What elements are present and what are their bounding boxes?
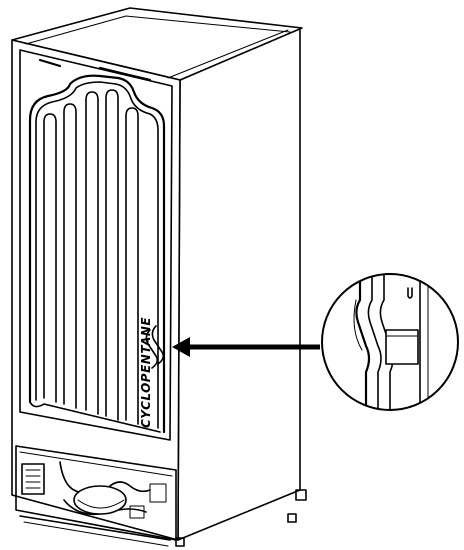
condenser-coil (28, 58, 166, 434)
condenser-tube-4 (105, 89, 119, 421)
condenser-tube-3 (85, 91, 99, 415)
brand-label: CYCLOPENTANE (139, 317, 153, 428)
callout-arrow (172, 337, 320, 357)
foot-left (175, 537, 185, 547)
condenser-tube-1 (43, 113, 57, 403)
arrow-head (172, 337, 190, 357)
compressor (73, 485, 127, 515)
foot-right (295, 489, 307, 501)
compressor-compartment (15, 445, 307, 547)
mounting-plate (21, 463, 45, 495)
condenser-tube-outline (28, 74, 166, 434)
drain-tube-bend (145, 329, 159, 369)
condenser-tube-5 (125, 107, 139, 425)
detail-drain-tube (355, 274, 371, 410)
detail-magnifier (321, 273, 459, 411)
compressor-pipes (59, 461, 151, 494)
detail-hook-icon (407, 287, 413, 299)
detail-clip-tab (385, 329, 419, 365)
condenser-tube-2 (63, 103, 77, 409)
foot-center (287, 513, 297, 523)
cabinet-side-panel (177, 27, 301, 541)
